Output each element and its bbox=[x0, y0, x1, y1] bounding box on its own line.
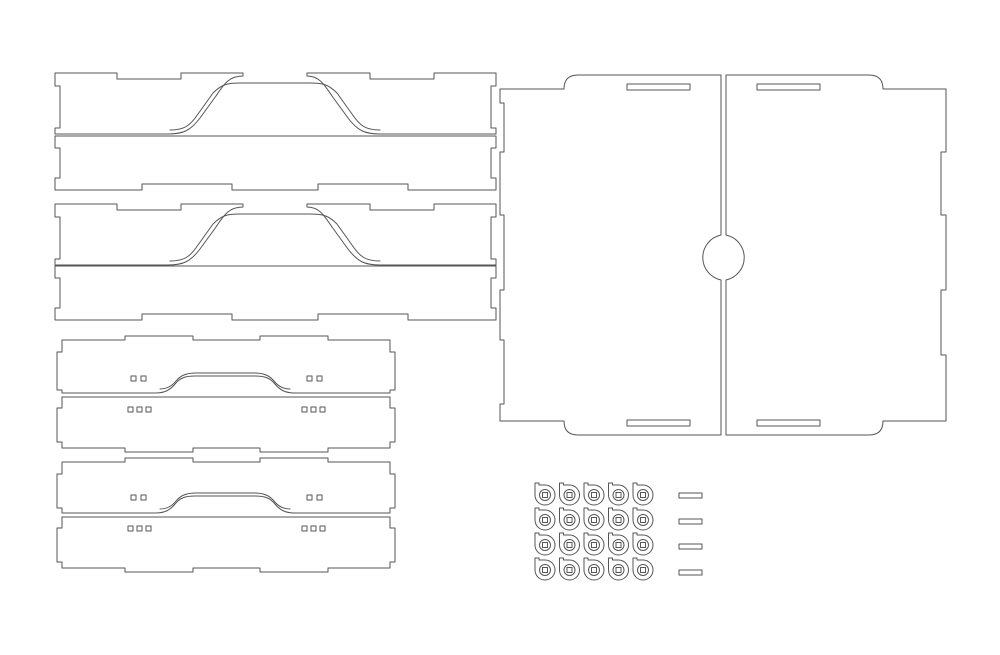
end-panel-pair-c bbox=[56, 335, 396, 453]
spool-clip bbox=[559, 482, 580, 506]
slot bbox=[306, 494, 313, 501]
small-bars bbox=[678, 492, 703, 576]
spool-clip bbox=[583, 557, 605, 581]
slot bbox=[301, 525, 308, 532]
slot bbox=[310, 406, 317, 413]
spool-clip bbox=[632, 532, 654, 556]
end-panel-c-lower bbox=[56, 396, 396, 453]
side-panel-a-upper-right bbox=[306, 72, 497, 135]
slot bbox=[756, 83, 821, 91]
slot bbox=[127, 525, 134, 532]
slot bbox=[626, 83, 691, 91]
slot bbox=[316, 375, 323, 382]
slot bbox=[130, 494, 137, 501]
spool-clip bbox=[559, 532, 580, 556]
slot bbox=[310, 525, 317, 532]
slot bbox=[140, 375, 147, 382]
spool-clip bbox=[632, 482, 654, 506]
spool-clip bbox=[559, 557, 580, 581]
side-panel-a-upper bbox=[54, 72, 244, 135]
spool-clip bbox=[608, 557, 629, 581]
end-panel-pair-d bbox=[56, 457, 396, 573]
spool-clip bbox=[632, 507, 654, 531]
end-panel-d-curve-cut bbox=[159, 492, 291, 510]
end-panel-d-lower bbox=[56, 516, 396, 573]
end-panel-d-upper bbox=[56, 457, 396, 514]
spool-clip bbox=[632, 557, 654, 581]
end-panel-c-upper bbox=[56, 335, 396, 394]
slot bbox=[626, 419, 691, 427]
spool-clip bbox=[559, 507, 580, 531]
side-panel-b-upper-right bbox=[306, 203, 497, 266]
spool-clip bbox=[534, 482, 556, 506]
side-panel-a-curve-cut bbox=[169, 82, 381, 131]
small-bar bbox=[678, 518, 703, 525]
slot bbox=[319, 406, 326, 413]
spool-clip bbox=[534, 557, 556, 581]
side-panel-pair-b bbox=[54, 203, 497, 321]
side-panel-pair-a bbox=[54, 72, 497, 191]
spool-clip bbox=[534, 532, 556, 556]
slot bbox=[319, 525, 326, 532]
slot bbox=[756, 419, 821, 427]
side-panel-b-lower bbox=[54, 265, 497, 321]
slot bbox=[145, 525, 152, 532]
slot bbox=[301, 406, 308, 413]
base-plate-left-half bbox=[499, 74, 722, 436]
spool-clip bbox=[608, 482, 629, 506]
slot bbox=[136, 406, 143, 413]
spool-clip bbox=[534, 507, 556, 531]
slot bbox=[130, 375, 137, 382]
side-panel-a-lower bbox=[54, 135, 497, 191]
slot bbox=[316, 494, 323, 501]
spool-clip bbox=[583, 532, 605, 556]
spool-clip bbox=[583, 507, 605, 531]
slot bbox=[306, 375, 313, 382]
end-panel-c-curve-cut bbox=[159, 372, 291, 390]
slot bbox=[145, 406, 152, 413]
spool-clip bbox=[583, 482, 605, 506]
spool-clip bbox=[608, 507, 629, 531]
small-bar bbox=[678, 492, 703, 499]
spool-clip bbox=[608, 532, 629, 556]
spool-clip-grid bbox=[534, 482, 654, 581]
small-bar bbox=[678, 543, 703, 550]
base-plate-right-half bbox=[725, 74, 947, 436]
slot bbox=[127, 406, 134, 413]
base-plate bbox=[499, 74, 947, 436]
side-panel-b-upper bbox=[54, 203, 244, 266]
slot bbox=[136, 525, 143, 532]
slot bbox=[140, 494, 147, 501]
small-bar bbox=[678, 569, 703, 576]
side-panel-b-curve-cut bbox=[169, 213, 381, 262]
